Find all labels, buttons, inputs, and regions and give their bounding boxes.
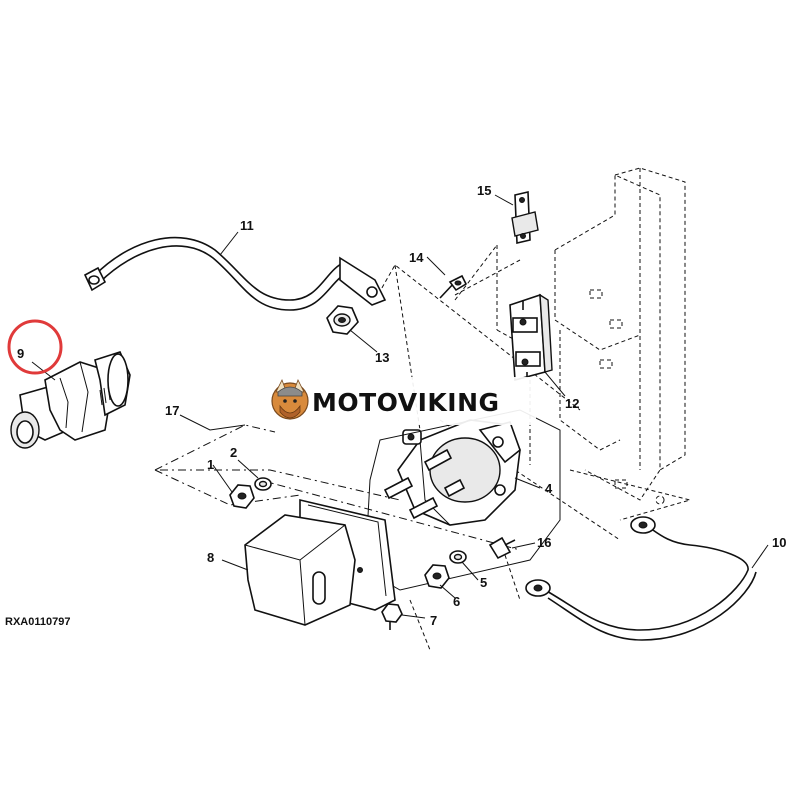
solenoid-terminals (383, 448, 466, 520)
callout-10: 10 (772, 535, 786, 550)
watermark: MOTOVIKING (262, 377, 536, 425)
callout-16: 16 (537, 535, 551, 550)
part-14-screw (439, 274, 468, 299)
callout-4: 4 (545, 481, 553, 496)
part-5-washer (449, 550, 467, 564)
callout-1: 1 (207, 457, 214, 472)
callout-14: 14 (409, 250, 424, 265)
callout-17: 17 (165, 403, 179, 418)
figure-id: RXA0110797 (5, 616, 70, 628)
part-10-cable (525, 516, 757, 641)
callout-11: 11 (240, 218, 254, 233)
part-4-solenoid (383, 419, 521, 526)
part-15-fuse-link (511, 191, 539, 244)
viking-logo-icon (271, 378, 309, 420)
part-16-screw (488, 536, 516, 560)
part-1-nut (229, 484, 255, 509)
part-8-cover (244, 498, 396, 626)
mounting-bracket (554, 167, 686, 505)
part-11-cable (83, 236, 387, 311)
callout-13: 13 (375, 350, 389, 365)
callout-8: 8 (207, 550, 214, 565)
callout-7: 7 (430, 613, 437, 628)
callout-5: 5 (480, 575, 487, 590)
part-7-screw (381, 603, 403, 630)
part-17-plate (154, 424, 301, 506)
callout-9: 9 (17, 346, 24, 361)
part-9-fitting (10, 351, 131, 449)
watermark-text: MOTOVIKING (312, 388, 500, 417)
callout-6: 6 (453, 594, 460, 609)
callout-12: 12 (565, 396, 579, 411)
part-12-fuse-holder (509, 293, 553, 382)
part-13-nut (326, 305, 359, 335)
callouts: 11 13 14 15 12 17 1 2 4 16 5 6 7 8 10 9 (7, 183, 786, 628)
highlight-circle (7, 319, 63, 375)
callout-2: 2 (230, 445, 237, 460)
callout-15: 15 (477, 183, 491, 198)
part-6-nut (424, 564, 450, 589)
part-2-washer (254, 477, 272, 491)
